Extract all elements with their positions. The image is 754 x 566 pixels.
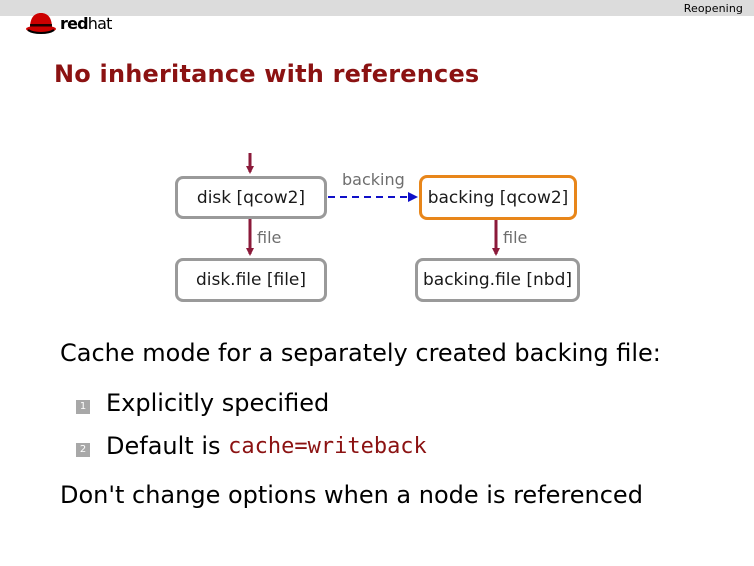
edge-label-disk-file: file xyxy=(257,228,282,247)
list-number-badge: 1 xyxy=(76,400,90,414)
paragraph-cache-mode: Cache mode for a separately created back… xyxy=(60,339,661,367)
list-item-text: Default is xyxy=(106,432,229,460)
list-number-badge: 2 xyxy=(76,443,90,457)
list-item-1: 1 Explicitly specified xyxy=(76,389,329,417)
slide-title: No inheritance with references xyxy=(54,60,480,88)
edge-label-backing-file: file xyxy=(503,228,528,247)
redhat-logo: redhat xyxy=(24,8,124,36)
list-item-2: 2 Default is cache=writeback xyxy=(76,432,427,460)
node-backing-file: backing.file [nbd] xyxy=(415,258,580,302)
code-cache-writeback: cache=writeback xyxy=(228,433,427,459)
paragraph-dont-change: Don't change options when a node is refe… xyxy=(60,481,643,509)
node-disk-file: disk.file [file] xyxy=(175,258,327,302)
edge-label-backing: backing xyxy=(342,170,405,189)
redhat-fedora-icon xyxy=(26,13,56,34)
node-disk: disk [qcow2] xyxy=(175,176,327,219)
list-item-text: Explicitly specified xyxy=(106,389,330,417)
node-backing: backing [qcow2] xyxy=(419,175,577,220)
section-title: Reopening xyxy=(683,2,743,15)
logo-text: redhat xyxy=(60,14,112,33)
top-bar: Reopening xyxy=(0,0,754,16)
